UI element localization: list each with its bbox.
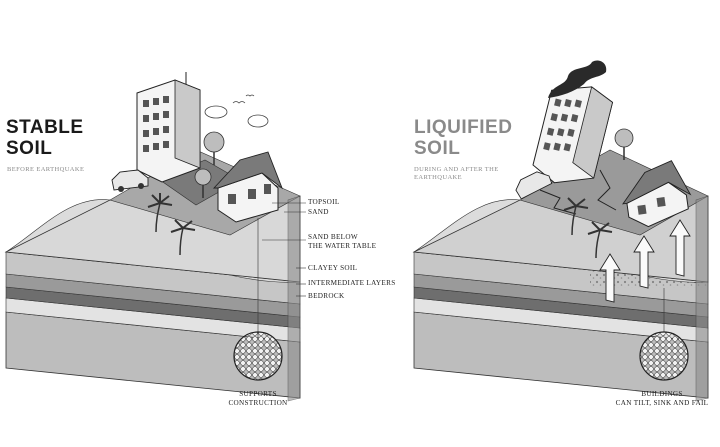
stable-subtitle: BEFORE EARTHQUAKE [7,166,85,173]
stable-caption-line2: CONSTRUCTION [228,398,288,407]
stable-caption-line1: SUPPORTS [239,390,277,398]
stable-soil-block [4,72,306,402]
soil-grain-circle-icon [639,331,689,381]
tree-icon [194,168,212,198]
cloud-icon [204,105,269,128]
car-icon [111,169,149,192]
house-icon [212,151,283,223]
label-intermediate-layers: INTERMEDIATE LAYERS [308,279,396,287]
liquified-title-line2: SOIL [414,138,461,159]
soil-grain-circle-icon [233,331,283,381]
tree-icon [203,131,225,165]
stable-title-line1: STABLE [6,117,84,138]
label-sand-below-water: SAND BELOW THE WATER TABLE [308,233,376,250]
stable-title-line2: SOIL [6,138,53,159]
label-sand-below-water-line1: SAND BELOW [308,233,358,241]
liquified-title-line1: LIQUIFIED [414,117,513,138]
block-side-face [695,195,709,402]
car-icon [515,171,553,200]
building-icon [136,72,201,183]
house-icon [622,160,692,228]
tree-icon [614,128,634,160]
palm-tree-icon [170,219,196,256]
bird-icon [232,94,255,104]
stable-caption: SUPPORTS CONSTRUCTION [218,390,298,407]
liquified-soil-title: LIQUIFIED SOIL [414,117,512,159]
label-topsoil: TOPSOIL [308,198,340,206]
label-clayey-soil: CLAYEY SOIL [308,264,358,272]
arrow-up-icon [599,219,691,303]
palm-tree-icon [587,221,613,259]
liquified-caption-line1: BUILDINGS [641,390,683,398]
label-sand: SAND [308,208,329,216]
label-sand-below-water-line2: THE WATER TABLE [308,241,377,250]
building-icon [532,86,614,184]
liquified-soil-block [412,60,709,402]
palm-tree-icon [563,197,589,236]
liquified-caption-line2: CAN TILT, SINK AND FAIL [615,398,709,407]
liquified-caption: BUILDINGS CAN TILT, SINK AND FAIL [604,390,720,407]
stable-soil-title: STABLE SOIL [6,117,84,159]
layer-leader-lines [257,202,306,338]
block-side-face [287,195,301,402]
label-bedrock: BEDROCK [308,292,345,300]
smoke-icon [548,60,607,98]
liquified-subtitle: DURING AND AFTER THE EARTHQUAKE [414,166,499,181]
palm-tree-icon [147,193,173,233]
